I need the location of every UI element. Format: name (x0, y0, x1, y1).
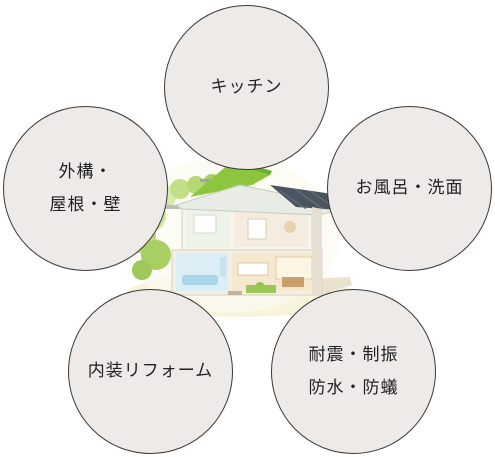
interior-reform-button[interactable]: 内装リフォーム (68, 289, 233, 454)
kitchen-label: キッチン (210, 77, 283, 97)
exterior-label-line2: 屋根・壁 (49, 194, 122, 215)
exterior-label-line1: 外構・ (58, 161, 113, 182)
seismic-waterproof-button[interactable]: 耐震・制振 防水・防蟻 (271, 289, 436, 454)
seismic-label-line1: 耐震・制振 (308, 344, 399, 365)
bath-washroom-button[interactable]: お風呂・洗面 (327, 106, 492, 271)
interior-reform-label: 内装リフォーム (87, 361, 214, 381)
kitchen-button[interactable]: キッチン (164, 5, 329, 170)
bath-washroom-label: お風呂・洗面 (355, 178, 464, 198)
seismic-label-line2: 防水・防蟻 (308, 377, 399, 398)
exterior-roof-wall-button[interactable]: 外構・ 屋根・壁 (3, 106, 168, 271)
